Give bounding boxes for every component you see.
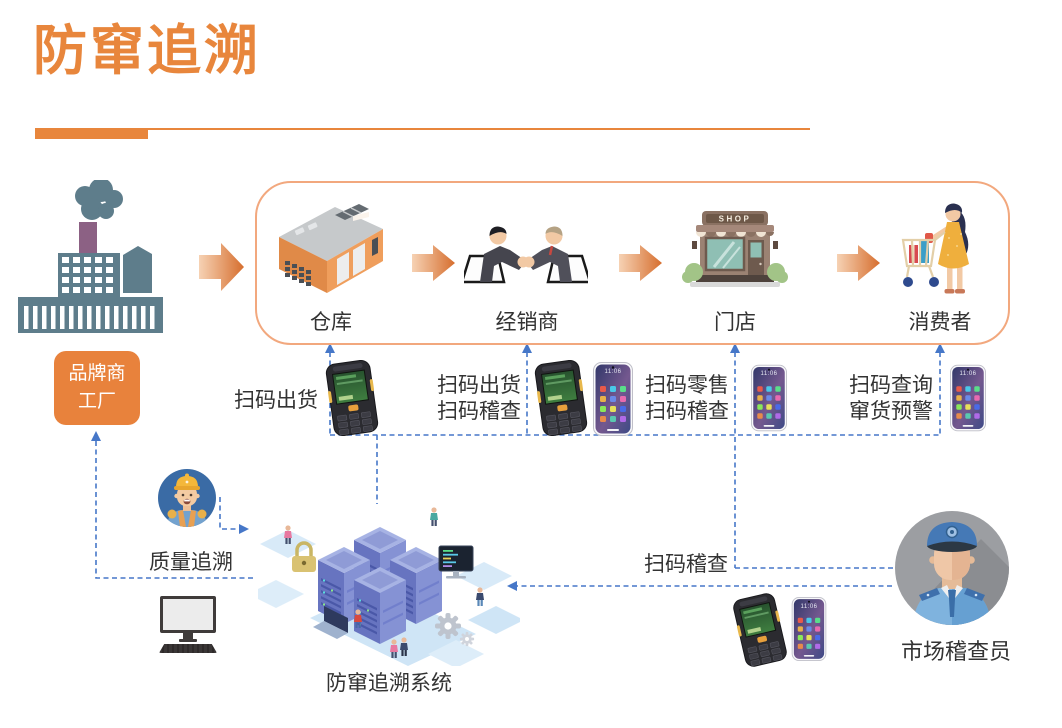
inspector-label: 市场稽查员 — [900, 639, 1012, 664]
scan-label-line: 扫码出货 — [437, 374, 521, 397]
node-label-consumer: 消费者 — [908, 311, 972, 334]
shop-icon: SHOP — [682, 211, 788, 287]
pda-scanner-icon — [733, 593, 787, 667]
pda-scanner-icon — [534, 359, 588, 437]
monitor-base — [179, 639, 197, 642]
server-system-icon — [258, 507, 520, 666]
scan-label-store: 扫码零售 扫码稽查 — [645, 373, 729, 425]
node-label-distributor: 经销商 — [495, 311, 559, 334]
smartphone-icon: 11:06 — [789, 597, 829, 661]
keyboard-icon — [159, 644, 217, 653]
gear-icon — [459, 631, 475, 647]
scan-label-warehouse: 扫码出货 — [234, 389, 318, 412]
scan-label-line: 扫码查询 — [849, 374, 933, 397]
smartphone-icon: 11:06 — [751, 364, 787, 432]
shop-sign-text: SHOP — [719, 215, 752, 224]
brand-factory-line2: 工厂 — [77, 391, 116, 412]
node-label-warehouse: 仓库 — [310, 311, 352, 334]
scan-label-line: 扫码稽查 — [437, 400, 521, 423]
phone-clock: 11:06 — [800, 604, 818, 610]
system-label: 防窜追溯系统 — [326, 672, 452, 695]
phone-clock: 11:06 — [604, 369, 622, 375]
scan-label-line: 扫码零售 — [645, 374, 729, 397]
connector-arrowheads — [91, 343, 945, 591]
pda-scanner-icon — [325, 359, 379, 437]
connector-quality-to-system — [219, 497, 240, 530]
arrow-right-icon — [199, 243, 244, 291]
code-screen-icon — [438, 545, 474, 579]
monitor-icon — [159, 596, 217, 653]
connector-system-to-factory — [95, 441, 256, 579]
gear-icon — [435, 613, 461, 639]
laptop-icon — [313, 606, 348, 639]
monitor-screen — [160, 596, 216, 633]
inspector-scan-label: 扫码稽查 — [644, 553, 728, 576]
title-underline-line — [148, 128, 810, 130]
tiny-people — [284, 507, 484, 658]
smartphone-icon: 11:06 — [950, 364, 986, 432]
scan-label-consumer: 扫码查询 窜货预警 — [849, 373, 933, 425]
phone-clock: 11:06 — [760, 371, 778, 377]
arrow-right-icon — [619, 245, 662, 281]
padlock-icon — [292, 541, 316, 572]
arrow-right-icon — [837, 245, 880, 281]
monitor-stand — [183, 633, 193, 639]
phone-clock: 11:06 — [959, 371, 977, 377]
smartphone-icon: 11:06 — [592, 362, 634, 436]
node-label-store: 门店 — [714, 311, 756, 334]
title-underline-accent — [35, 128, 148, 139]
scan-label-line: 扫码稽查 — [645, 400, 729, 423]
warehouse-icon — [279, 204, 383, 293]
scan-label-distributor: 扫码出货 扫码稽查 — [437, 373, 521, 425]
handshake-icon — [464, 226, 588, 284]
factory-icon — [18, 180, 163, 333]
arrow-right-icon — [412, 245, 455, 281]
inspector-icon — [895, 511, 1009, 625]
consumer-icon — [901, 203, 969, 294]
scan-label-line: 窜货预警 — [849, 400, 933, 423]
brand-factory-label: 品牌商 工厂 — [54, 351, 140, 425]
page-title: 防窜追溯 — [33, 21, 261, 81]
quality-trace-label: 质量追溯 — [149, 551, 233, 574]
worker-icon — [158, 469, 216, 527]
brand-factory-line1: 品牌商 — [68, 363, 126, 385]
